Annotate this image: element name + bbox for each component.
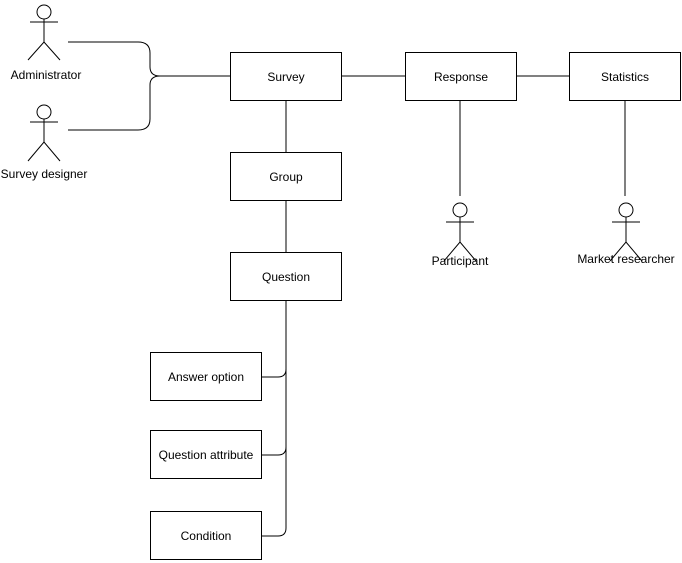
actor-icon-administrator bbox=[27, 4, 61, 61]
node-survey: Survey bbox=[230, 52, 342, 101]
connector-question-condition bbox=[262, 301, 287, 537]
connector-question-answer-option bbox=[262, 368, 287, 378]
node-response: Response bbox=[405, 52, 517, 101]
connector-question-question-attribute bbox=[262, 446, 287, 456]
actor-icon-participant bbox=[443, 202, 477, 262]
node-condition: Condition bbox=[150, 511, 262, 560]
actor-label-administrator: Administrator bbox=[10, 68, 82, 82]
actor-label-participant: Participant bbox=[431, 254, 489, 268]
node-question-attribute: Question attribute bbox=[150, 430, 262, 479]
node-statistics: Statistics bbox=[569, 52, 681, 101]
connector-survey-designer-survey bbox=[68, 75, 161, 131]
actor-label-survey-designer: Survey designer bbox=[0, 167, 88, 181]
node-group: Group bbox=[230, 152, 342, 201]
actor-label-market-researcher: Market researcher bbox=[577, 252, 675, 266]
node-answer-option: Answer option bbox=[150, 352, 262, 401]
connector-administrator-survey bbox=[68, 41, 230, 77]
node-question: Question bbox=[230, 252, 342, 301]
actor-icon-market-researcher bbox=[609, 202, 643, 262]
actor-icon-survey-designer bbox=[27, 104, 61, 162]
